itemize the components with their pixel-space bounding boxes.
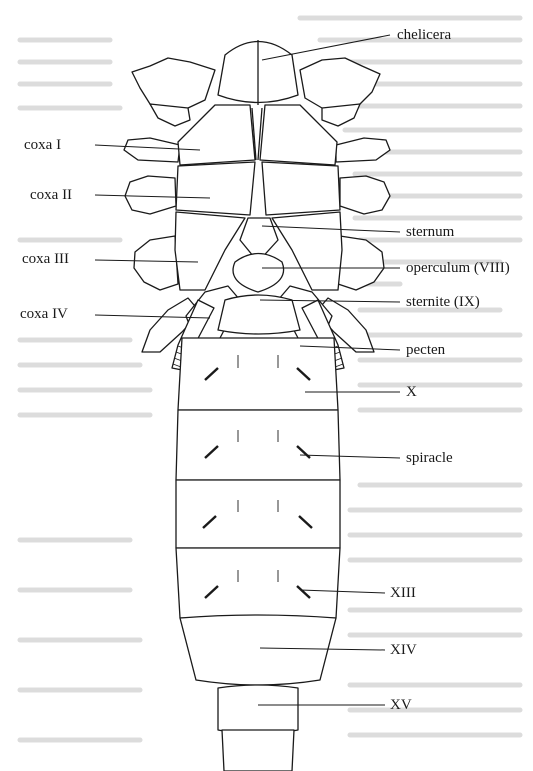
label-xiv: XIV [390,643,417,658]
label-sternite: sternite (IX) [406,295,480,310]
mesosoma-segment-xiv [180,615,336,685]
label-coxa-ii: coxa II [30,188,72,203]
metasoma-segment-xv [218,685,298,734]
label-x: X [406,385,417,400]
label-pecten: pecten [406,343,445,358]
label-spiracle: spiracle [406,451,453,466]
mesosoma-segment-xi [176,410,340,480]
left-pedipalp-joint [150,104,190,126]
coxa-iii-left [175,212,245,290]
left-leg-1 [124,138,180,162]
coxa-ii-right [262,162,340,215]
label-xiii: XIII [390,586,416,601]
right-leg-2 [340,176,390,214]
right-leg-1 [336,138,390,162]
right-pedipalp [300,58,380,110]
left-leg-2 [125,176,176,214]
label-chelicera: chelicera [397,28,451,43]
mesosoma-segment-xiii [176,548,340,618]
coxa-ii-left [176,162,255,215]
label-operculum: operculum (VIII) [406,261,510,276]
label-coxa-iv: coxa IV [20,307,68,322]
left-pedipalp [132,58,215,110]
label-coxa-i: coxa I [24,138,61,153]
operculum-plate [233,254,284,293]
left-leg-3 [134,236,178,290]
label-xv: XV [390,698,412,713]
coxa-iii-right [272,212,342,290]
scorpion-body [124,40,390,771]
label-sternum: sternum [406,225,454,240]
label-coxa-iii: coxa III [22,252,69,267]
mesosoma-segment-x [178,338,338,410]
metasoma-segment-xvi [222,730,294,771]
mesosoma-segment-xii [176,480,340,548]
right-pedipalp-joint [322,104,360,126]
